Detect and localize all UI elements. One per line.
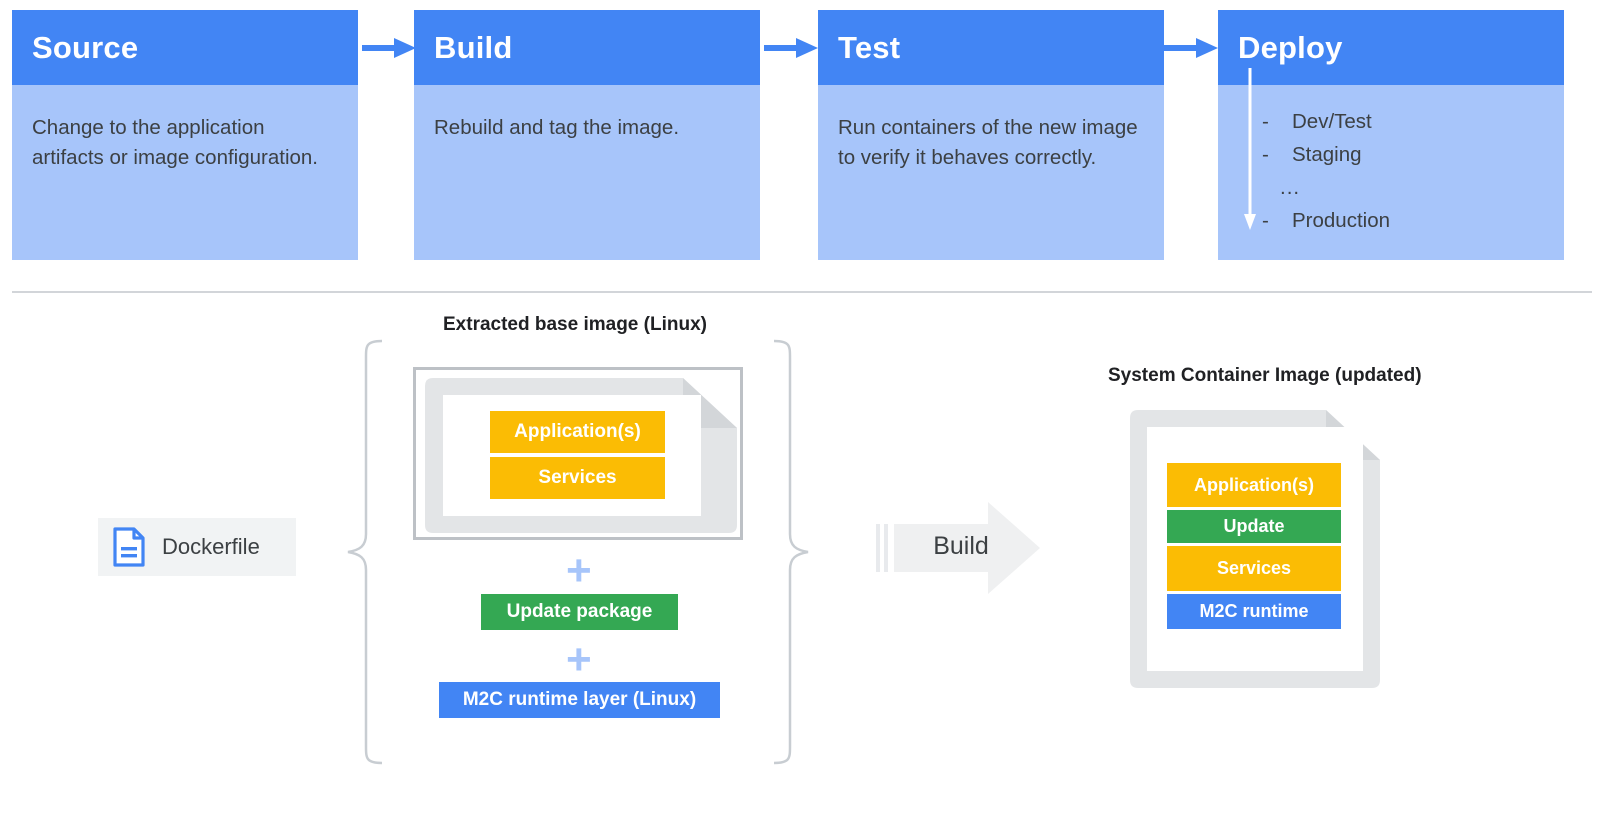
layer-bar-update-package: Update package — [481, 594, 678, 630]
output-layer-application: Application(s) — [1167, 463, 1341, 507]
arrow-head — [1196, 38, 1218, 58]
document-shape-icon — [425, 378, 737, 533]
build-action-label: Build — [933, 532, 989, 560]
stage-body-deploy — [1218, 85, 1564, 260]
arrow-down-icon — [1244, 68, 1256, 230]
stage-card-source[interactable]: Source Change to the application artifac… — [12, 10, 358, 260]
list-marker: - — [1262, 209, 1269, 232]
document-icon — [113, 527, 145, 567]
arrow-right-icon — [1164, 38, 1220, 58]
curly-brace-right-icon — [773, 339, 809, 765]
output-layer-update: Update — [1167, 510, 1341, 543]
extracted-base-image-box — [413, 367, 743, 540]
arrow-head — [394, 38, 416, 58]
dockerfile-label: Dockerfile — [162, 534, 260, 559]
layer-bar-application: Application(s) — [490, 411, 665, 453]
stage-body-build: Rebuild and tag the image. — [414, 85, 760, 260]
list-marker: - — [1262, 143, 1269, 166]
arrow-shaft — [362, 45, 398, 51]
dockerfile-chip[interactable]: Dockerfile — [98, 518, 296, 576]
arrow-head — [796, 38, 818, 58]
stage-title: Source — [32, 29, 139, 65]
arrow-shaft — [1164, 45, 1200, 51]
list-item: - Production — [1218, 209, 1564, 242]
block-arrow-right-icon — [876, 502, 1040, 594]
stage-description: Run containers of the new image to verif… — [838, 116, 1138, 169]
list-item-label: Production — [1292, 209, 1391, 232]
stage-header-build: Build — [414, 10, 760, 85]
section-divider — [12, 291, 1592, 293]
stage-description: Change to the application artifacts or i… — [32, 116, 318, 169]
ellipsis-marker: ... — [1280, 176, 1301, 199]
list-item-ellipsis: ... — [1218, 176, 1564, 209]
plus-icon: + — [566, 635, 592, 684]
stage-title: Build — [434, 29, 513, 65]
arrow-right-icon — [362, 38, 418, 58]
stage-card-build[interactable]: Build Rebuild and tag the image. — [414, 10, 760, 260]
arrow-right-icon — [764, 38, 820, 58]
plus-icon: + — [566, 546, 592, 595]
base-image-caption: Extracted base image (Linux) — [443, 314, 707, 335]
stage-title: Deploy — [1238, 29, 1343, 65]
list-item: - Dev/Test — [1218, 110, 1564, 143]
list-item-label: Dev/Test — [1292, 110, 1372, 133]
pipeline-section: Source Change to the application artifac… — [0, 0, 1606, 270]
stage-body-test: Run containers of the new image to verif… — [818, 85, 1164, 260]
curly-brace-left-icon — [347, 339, 383, 765]
stage-body-source: Change to the application artifacts or i… — [12, 85, 358, 260]
output-layer-services: Services — [1167, 546, 1341, 591]
stage-header-deploy: Deploy — [1218, 10, 1564, 85]
list-marker: - — [1262, 110, 1269, 133]
stage-header-test: Test — [818, 10, 1164, 85]
stage-header-source: Source — [12, 10, 358, 85]
list-item-label: Staging — [1292, 143, 1362, 166]
arrow-shaft — [764, 45, 800, 51]
list-item: - Staging — [1218, 143, 1564, 176]
output-image-caption: System Container Image (updated) — [1108, 365, 1422, 386]
build-diagram-section: Extracted base image (Linux) System Cont… — [0, 300, 1606, 822]
deploy-target-list: - Dev/Test - Staging ... - Production — [1218, 110, 1564, 242]
layer-bar-services: Services — [490, 457, 665, 499]
output-layer-m2c-runtime: M2C runtime — [1167, 594, 1341, 629]
stage-card-deploy[interactable]: Deploy — [1218, 10, 1564, 260]
stage-title: Test — [838, 29, 901, 65]
stage-card-test[interactable]: Test Run containers of the new image to … — [818, 10, 1164, 260]
layer-bar-m2c-runtime: M2C runtime layer (Linux) — [439, 682, 720, 718]
stage-description: Rebuild and tag the image. — [434, 116, 680, 139]
